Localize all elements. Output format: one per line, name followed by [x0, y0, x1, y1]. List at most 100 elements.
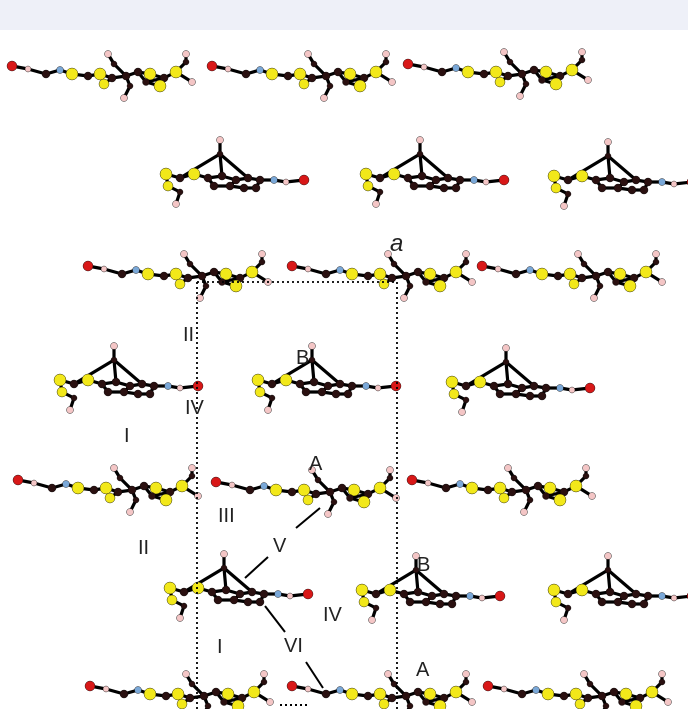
molecule — [53, 342, 204, 414]
carbon-atom — [390, 260, 398, 268]
carbon-atom — [439, 183, 449, 193]
hydrogen-atom — [386, 466, 394, 474]
carbon-atom — [161, 691, 171, 701]
oxygen-atom — [286, 680, 298, 692]
hydrogen-atom — [520, 508, 528, 516]
sulfur-atom — [498, 492, 510, 504]
nitrogen-atom — [456, 480, 464, 488]
carbon-atom — [325, 487, 335, 497]
sulfur-atom — [645, 685, 659, 699]
sulfur-atom — [629, 699, 643, 709]
hydrogen-atom — [374, 384, 382, 392]
oxygen-atom — [482, 680, 494, 692]
sulfur-atom — [493, 481, 507, 495]
hydrogen-atom — [176, 384, 184, 392]
carbon-atom — [185, 693, 195, 703]
contact-label-vi: VI — [284, 635, 303, 657]
carbon-atom — [582, 472, 590, 480]
carbon-atom — [413, 687, 423, 697]
hydrogen-atom — [482, 178, 490, 186]
oxygen-atom — [206, 60, 218, 72]
sulfur-atom — [347, 483, 361, 497]
sulfur-atom — [187, 167, 201, 181]
carbon-atom — [425, 181, 435, 191]
carbon-atom — [295, 379, 305, 389]
oxygen-atom — [406, 474, 418, 486]
hydrogen-atom — [392, 494, 400, 502]
carbon-atom — [517, 689, 527, 699]
contact-label-iv: IV — [323, 604, 342, 626]
carbon-atom — [267, 379, 277, 389]
nitrogen-atom — [62, 480, 70, 488]
sulfur-atom — [373, 267, 387, 281]
nitrogen-atom — [336, 266, 344, 274]
carbon-atom — [255, 175, 265, 185]
sulfur-atom — [465, 481, 479, 495]
oxygen-atom — [494, 590, 506, 602]
sulfur-atom — [619, 687, 633, 701]
bond — [270, 358, 314, 386]
sulfur-atom — [362, 180, 374, 192]
carbon-atom — [643, 591, 653, 601]
bond — [222, 566, 254, 594]
carbon-atom — [126, 82, 134, 90]
molecule — [206, 50, 396, 102]
carbon-atom — [538, 76, 546, 84]
carbon-atom — [502, 358, 510, 366]
sulfur-atom — [461, 65, 475, 79]
carbon-atom — [658, 678, 666, 686]
carbon-atom — [372, 604, 380, 612]
sulfur-atom — [565, 63, 579, 77]
carbon-atom — [179, 587, 189, 597]
carbon-atom — [553, 271, 563, 281]
bond — [182, 566, 226, 594]
carbon-atom — [451, 591, 461, 601]
nitrogen-atom — [532, 686, 540, 694]
sulfur-atom — [568, 278, 580, 290]
sulfur-atom — [229, 279, 243, 293]
sulfur-atom — [357, 495, 371, 509]
hydrogen-atom — [126, 508, 134, 516]
sulfur-atom — [547, 169, 561, 183]
hydrogen-atom — [604, 552, 612, 560]
sulfur-atom — [449, 685, 463, 699]
sulfur-atom — [153, 79, 167, 93]
nitrogen-atom — [466, 592, 474, 600]
hydrogen-atom — [658, 278, 666, 286]
carbon-atom — [564, 604, 572, 612]
carbon-atom — [609, 687, 619, 697]
hydrogen-atom — [664, 698, 672, 706]
carbon-atom — [382, 58, 390, 66]
carbon-atom — [148, 492, 156, 500]
carbon-atom — [235, 589, 245, 599]
contact-label-i: I — [124, 425, 130, 447]
carbon-atom — [563, 175, 573, 185]
carbon-atom — [343, 389, 353, 399]
carbon-atom — [83, 71, 93, 81]
molecule — [251, 342, 402, 414]
carbon-atom — [591, 271, 601, 281]
carbon-atom — [643, 177, 653, 187]
sulfur-atom — [279, 373, 293, 387]
carbon-atom — [510, 474, 518, 482]
hydrogen-atom — [320, 94, 328, 102]
hydrogen-atom — [574, 250, 582, 258]
carbon-atom — [41, 69, 51, 79]
contact-label-ii: II — [183, 324, 195, 346]
carbon-atom — [401, 271, 411, 281]
nitrogen-atom — [452, 64, 460, 72]
carbon-atom — [333, 67, 343, 77]
sulfur-atom — [550, 596, 562, 608]
sulfur-atom — [473, 375, 487, 389]
molecule — [210, 466, 400, 518]
carbon-atom — [116, 474, 124, 482]
carbon-atom — [583, 693, 593, 703]
carbon-atom — [495, 389, 505, 399]
sulfur-atom — [543, 481, 557, 495]
sulfur-atom — [247, 685, 261, 699]
sulfur-atom — [569, 479, 583, 493]
carbon-atom — [239, 183, 249, 193]
hydrogen-atom — [282, 178, 290, 186]
carbon-atom — [199, 691, 209, 701]
nitrogen-atom — [134, 686, 142, 694]
